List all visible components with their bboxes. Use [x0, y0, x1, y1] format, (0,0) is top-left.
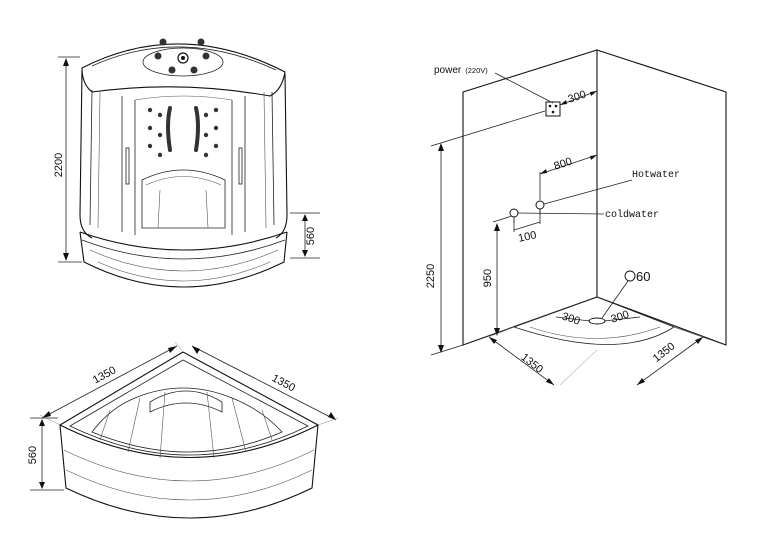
shower-cabin-illustration [79, 38, 288, 288]
cabin-tray-height-dimension [290, 212, 320, 259]
tray-height-dimension [30, 417, 64, 491]
floor-width-dimension-right [636, 326, 704, 386]
tray-width-left-label: 1350 [91, 364, 118, 386]
drain [588, 270, 636, 325]
power-text: power [434, 65, 462, 76]
cabin-tray-height-label: 560 [305, 227, 317, 245]
power-offset-label: 300 [566, 89, 587, 106]
tray-height-label: 560 [27, 446, 39, 464]
power-voltage-text: (220V) [465, 66, 488, 75]
cabin-height-dimension [58, 56, 82, 263]
shower-tray-illustration [58, 351, 320, 519]
floor-width-dimension-left [488, 326, 598, 386]
wall-height-dimension [430, 110, 546, 356]
coldwater-label: coldwater [605, 209, 659, 221]
floor-width-left-label: 1350 [519, 351, 546, 376]
water-valves [509, 179, 633, 223]
power-label: power(220V) [434, 65, 488, 76]
floor-width-right-label: 1350 [651, 340, 678, 365]
tray-width-right-label: 1350 [270, 372, 297, 394]
pipe-gap-label: 100 [517, 229, 537, 245]
drain-offset-left-label: 300 [560, 311, 581, 328]
installation-walls [462, 49, 727, 346]
tray-width-dimension-right [191, 345, 339, 426]
tray-width-dimension-left [39, 341, 184, 426]
body-jets [147, 106, 219, 158]
power-offset-dimension [559, 90, 598, 106]
pipe-span-label: 800 [552, 156, 573, 173]
pipe-height-dimension [492, 215, 513, 336]
drain-offset-right-label: 300 [609, 309, 630, 326]
ceiling-nozzles [154, 38, 210, 74]
wall-height-label: 2250 [425, 264, 437, 288]
cabin-height-label: 2200 [53, 153, 65, 177]
hotwater-label: Hotwater [632, 170, 680, 181]
drain-label: 60 [636, 269, 650, 284]
pipe-height-label: 950 [482, 269, 494, 287]
power-socket [494, 72, 561, 117]
drain-offset-dimensions [555, 316, 641, 322]
pipe-span-dimension [539, 154, 598, 200]
pipe-gap-dimension [513, 210, 541, 232]
